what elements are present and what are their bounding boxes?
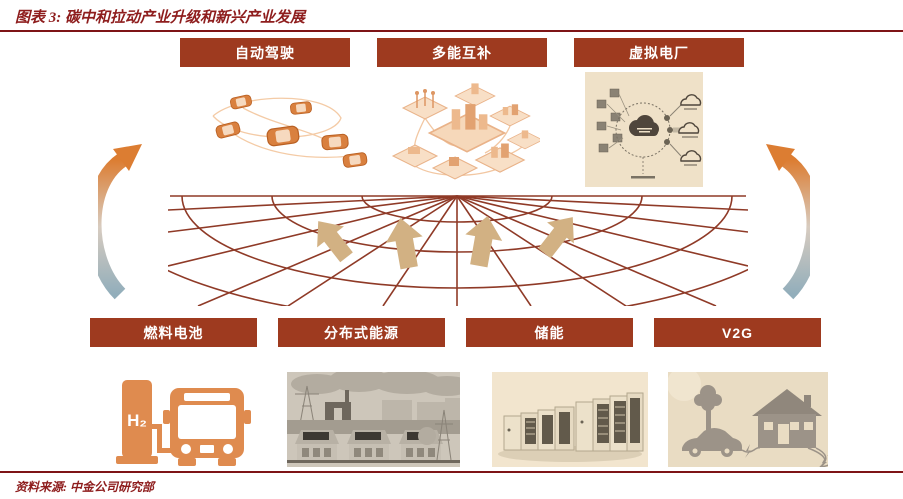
cycle-arrow-left-icon	[98, 144, 142, 300]
car-icon	[215, 121, 241, 139]
label-v2g: V2G	[721, 324, 753, 341]
label-box-virtual-power-plant: 虚拟电厂	[574, 38, 744, 67]
label-box-v2g: V2G	[654, 318, 821, 347]
car-icon	[321, 133, 349, 151]
car-icon	[266, 125, 300, 147]
car-icon	[290, 101, 312, 115]
energy-node-icon	[391, 83, 540, 180]
h2-pump-label: H₂	[127, 411, 147, 430]
label-box-fuel-cell: 燃料电池	[90, 318, 257, 347]
tree-icon	[694, 385, 722, 436]
diagram-caption-mark	[631, 176, 655, 179]
label-virtual-power-plant: 虚拟电厂	[629, 44, 689, 61]
vehicle-to-grid-illustration	[668, 372, 828, 467]
central-cloud-icon	[629, 115, 659, 136]
multi-energy-network-illustration	[391, 83, 540, 180]
power-flow-lines	[741, 447, 828, 467]
perspective-road-web	[168, 195, 748, 306]
hydrogen-bus-icon: H₂	[116, 380, 251, 466]
label-multi-energy: 多能互补	[432, 44, 492, 61]
cycle-arrow-right-icon	[766, 144, 810, 300]
label-box-autonomous-driving: 自动驾驶	[180, 38, 350, 67]
virtual-power-plant-diagram	[585, 72, 703, 187]
car-icon	[342, 152, 368, 168]
figure-title: 图表 3: 碳中和拉动产业升级和新兴产业发展	[15, 10, 305, 26]
label-box-multi-energy: 多能互补	[377, 38, 547, 67]
lane-arrow-icon	[317, 216, 574, 270]
source-note: 资料来源: 中金公司研究部	[15, 480, 154, 494]
cloud-icon	[678, 94, 702, 162]
label-distributed-energy: 分布式能源	[324, 324, 399, 341]
connected-cars-illustration	[212, 94, 368, 168]
hydrogen-pump-icon	[122, 380, 152, 458]
lightning-icon	[745, 444, 827, 467]
transmission-tower-icon	[435, 409, 453, 461]
label-fuel-cell: 燃料电池	[143, 324, 204, 341]
car-icon	[230, 94, 252, 110]
label-autonomous-driving: 自动驾驶	[235, 44, 295, 61]
label-box-energy-storage: 储能	[466, 318, 633, 347]
transmission-tower-icon	[295, 385, 319, 425]
label-box-distributed-energy: 分布式能源	[278, 318, 445, 347]
label-energy-storage: 储能	[534, 324, 565, 341]
house-icon	[752, 389, 822, 448]
footer-rule	[0, 471, 903, 473]
title-rule	[0, 30, 903, 32]
battery-storage-illustration	[492, 372, 648, 467]
solar-house-icon	[295, 430, 443, 460]
distributed-energy-illustration	[287, 372, 460, 467]
